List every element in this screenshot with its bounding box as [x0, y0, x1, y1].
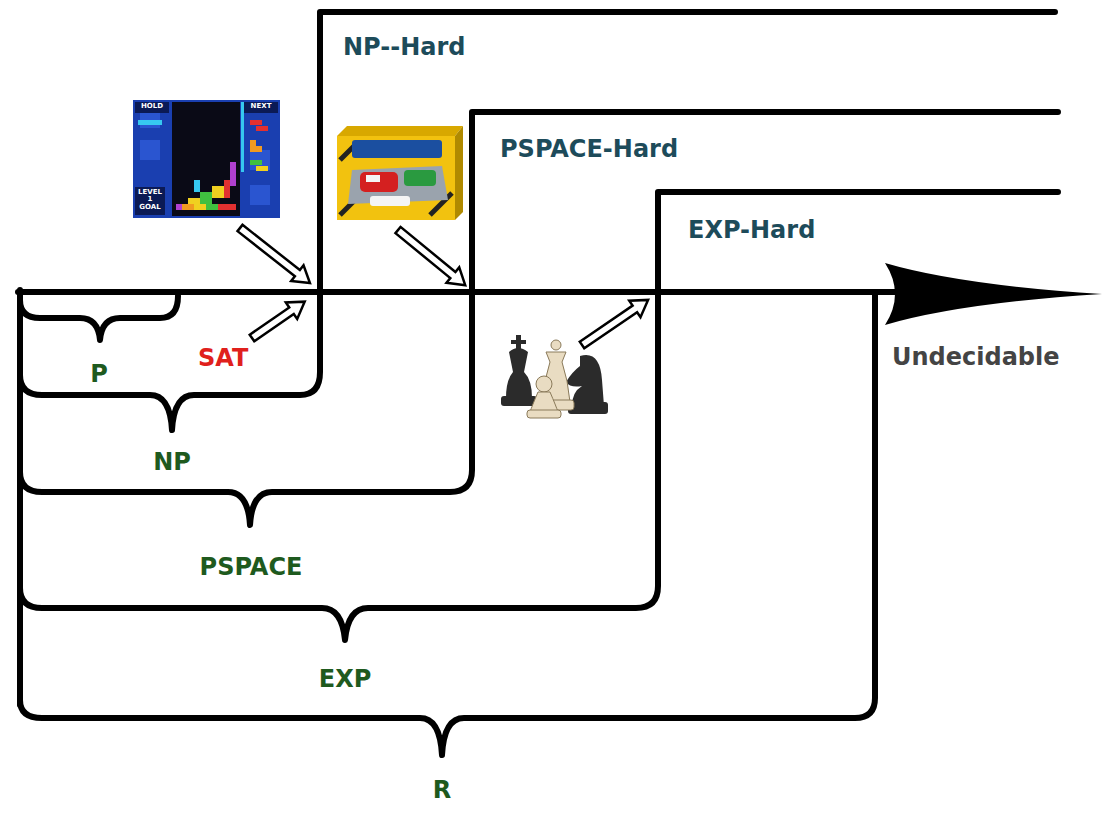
- class-label: NP: [153, 448, 191, 477]
- exp-brace: [20, 192, 1058, 640]
- game-text: LEVEL 1 GOAL: [137, 189, 163, 211]
- undecidable-label: Undecidable: [892, 343, 1060, 372]
- class-label: PSPACE: [200, 553, 303, 582]
- pointer-arrows: [234, 220, 654, 353]
- hardness-label: PSPACE-Hard: [500, 135, 678, 164]
- r-brace: [20, 292, 875, 755]
- chess-arrow: [576, 292, 653, 354]
- game-text: NEXT: [251, 103, 272, 110]
- rush-hour-picture: [337, 126, 463, 220]
- game-text: HOLD: [141, 103, 163, 110]
- class-label: EXP: [319, 665, 372, 694]
- class-boundaries: [18, 12, 1058, 755]
- chess-picture: [501, 335, 608, 418]
- problem-label: SAT: [198, 344, 248, 373]
- hardness-label: NP--Hard: [343, 33, 465, 62]
- class-label: P: [90, 360, 108, 389]
- arrow-head: [885, 263, 1102, 325]
- number-line: [18, 289, 900, 295]
- tetris-arrow: [234, 220, 316, 291]
- rush-hour-arrow: [392, 222, 472, 293]
- hardness-label: EXP-Hard: [688, 216, 815, 245]
- left-edge: [17, 290, 23, 705]
- class-label: R: [433, 776, 451, 805]
- p-brace: [20, 296, 178, 340]
- tetris-picture: [133, 100, 280, 218]
- sat-arrow: [246, 293, 310, 346]
